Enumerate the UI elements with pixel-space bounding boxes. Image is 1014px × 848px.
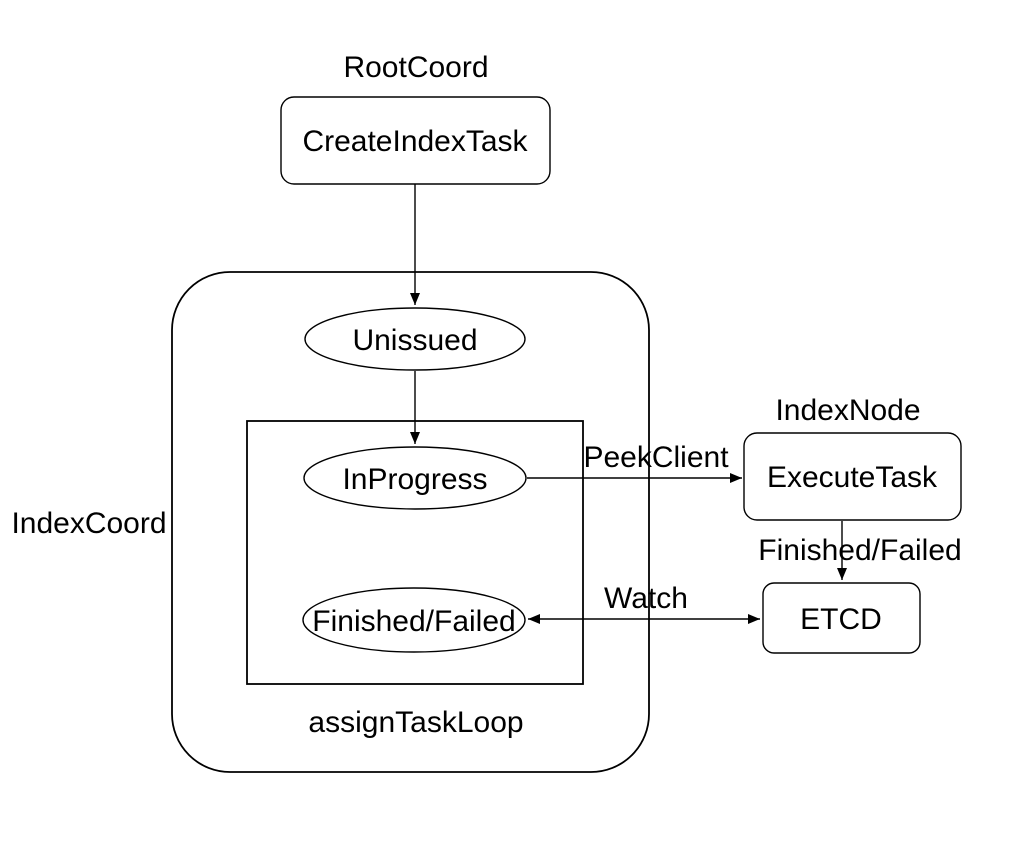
- finished-failed-edge-label: Finished/Failed: [758, 534, 961, 567]
- create-index-task-label: CreateIndexTask: [302, 125, 528, 158]
- in-progress-label: InProgress: [342, 463, 487, 496]
- node-in-progress: [303, 446, 527, 510]
- peek-client-edge-label: PeekClient: [583, 441, 729, 474]
- etcd-label: ETCD: [800, 603, 882, 636]
- node-execute-task: [743, 432, 962, 521]
- execute-task-label: ExecuteTask: [767, 461, 938, 494]
- watch-edge-label: Watch: [604, 582, 688, 615]
- assigntaskloop-group-label: assignTaskLoop: [308, 706, 523, 739]
- unissued-label: Unissued: [352, 324, 477, 357]
- node-etcd: [762, 582, 921, 654]
- node-unissued: [304, 307, 526, 371]
- rootcoord-group-label: RootCoord: [343, 51, 488, 84]
- indexcoord-group-label: IndexCoord: [11, 507, 166, 540]
- node-create-index-task: [280, 96, 551, 185]
- indexnode-group-label: IndexNode: [775, 394, 920, 427]
- finished-failed-node-label: Finished/Failed: [312, 605, 515, 638]
- node-finished-failed: [302, 587, 526, 653]
